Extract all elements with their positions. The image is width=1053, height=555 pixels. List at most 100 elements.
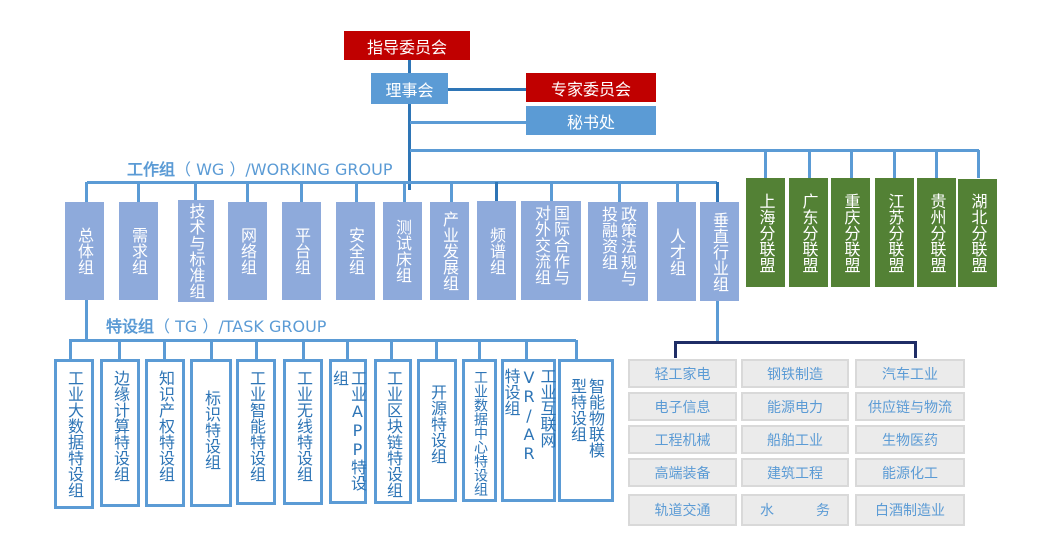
branch-label: 贵州分联盟 — [927, 192, 947, 273]
branch-connector — [764, 150, 767, 178]
industry-box[interactable]: 电子信息 — [628, 392, 737, 421]
industry-box[interactable]: 钢铁制造 — [741, 359, 849, 388]
tg-box-industrial-app[interactable]: 工业APP特设组 — [329, 359, 367, 504]
industry-box[interactable]: 能源化工 — [855, 458, 965, 487]
branch-box-hubei[interactable]: 湖北分联盟 — [958, 179, 997, 287]
tg-box-ip[interactable]: 知识产权特设组 — [145, 359, 185, 507]
tg-connector — [435, 340, 438, 360]
secretariat-box[interactable]: 秘书处 — [526, 106, 656, 135]
tg-box-edge-computing[interactable]: 边缘计算特设组 — [100, 359, 140, 507]
industry-box[interactable]: 轨道交通 — [628, 494, 737, 526]
branch-box-guizhou[interactable]: 贵州分联盟 — [917, 178, 956, 287]
wg-label: 垂直行业组 — [710, 211, 729, 292]
wg-label: 技术与标准组 — [186, 203, 206, 299]
industry-label: 钢铁制造 — [767, 366, 823, 383]
connector-industry-bus — [674, 341, 917, 344]
industry-box[interactable]: 汽车工业 — [855, 359, 965, 388]
branch-box-chongqing[interactable]: 重庆分联盟 — [831, 178, 870, 287]
tg-label: 工业无线特设组 — [294, 370, 313, 482]
tg-box-vr-ar[interactable]: 工业互联网VR/AR特设组 — [501, 359, 557, 502]
industry-box[interactable]: 工程机械 — [628, 425, 737, 454]
wg-box-testbed[interactable]: 测试床组 — [383, 202, 422, 300]
industry-box[interactable]: 白酒制造业 — [855, 494, 965, 526]
branch-label: 江苏分联盟 — [885, 192, 905, 273]
tg-box-open-source[interactable]: 开源特设组 — [417, 359, 457, 502]
wg-box-policy-finance[interactable]: 政策法规与投融资组 — [588, 202, 648, 301]
tg-box-industrial-ai[interactable]: 工业智能特设组 — [236, 359, 276, 505]
connector-industry-right — [914, 341, 917, 358]
tg-connector — [210, 340, 213, 360]
industry-box[interactable]: 船舶工业 — [741, 425, 849, 454]
industry-label: 船舶工业 — [767, 432, 823, 449]
industry-label: 能源化工 — [882, 465, 938, 482]
wg-box-international[interactable]: 国际合作与对外交流组 — [521, 201, 581, 300]
tg-box-industrial-wireless[interactable]: 工业无线特设组 — [283, 359, 323, 505]
secretariat-label: 秘书处 — [566, 112, 615, 132]
steering-committee-box[interactable]: 指导委员会 — [344, 31, 470, 60]
wg-connector — [495, 182, 498, 202]
industry-label: 高端装备 — [654, 465, 711, 482]
branch-connector — [850, 150, 853, 178]
wg-label: 测试床组 — [393, 219, 412, 283]
tg-label: 工业互联网VR/AR特设组 — [501, 368, 557, 463]
tg-box-industrial-blockchain[interactable]: 工业区块链特设组 — [374, 359, 412, 504]
branch-box-guangdong[interactable]: 广东分联盟 — [789, 178, 828, 287]
wg-box-network[interactable]: 网络组 — [228, 202, 267, 300]
council-box[interactable]: 理事会 — [371, 73, 448, 104]
wg-box-industry-development[interactable]: 产业发展组 — [430, 202, 469, 300]
tg-connector — [163, 340, 166, 360]
tg-connector — [302, 340, 305, 360]
expert-committee-box[interactable]: 专家委员会 — [526, 73, 656, 102]
tg-label: 边缘计算特设组 — [111, 370, 130, 482]
industry-label: 生物医药 — [882, 432, 938, 449]
industry-label: 轨道交通 — [654, 503, 711, 519]
industry-box[interactable]: 高端装备 — [628, 458, 737, 487]
wg-connector — [355, 182, 358, 202]
wg-connector — [246, 182, 249, 202]
industry-box[interactable]: 能源电力 — [741, 392, 849, 421]
industry-label: 能源电力 — [767, 399, 823, 416]
industry-box[interactable]: 轻工家电 — [628, 359, 737, 388]
wg-box-overall[interactable]: 总体组 — [65, 202, 104, 300]
branch-box-jiangsu[interactable]: 江苏分联盟 — [875, 178, 914, 287]
wg-label: 平台组 — [292, 227, 311, 275]
branch-box-shanghai[interactable]: 上海分联盟 — [746, 178, 785, 287]
wg-box-spectrum[interactable]: 频谱组 — [477, 201, 516, 300]
wg-label: 政策法规与投融资组 — [599, 206, 637, 286]
industry-box[interactable]: 水 务 — [741, 494, 849, 526]
wg-box-talent[interactable]: 人才组 — [657, 202, 696, 301]
industry-label: 水 务 — [760, 503, 830, 519]
working-group-title: 工作组（ WG ）/WORKING GROUP — [127, 156, 392, 180]
tg-box-identification[interactable]: 标识特设组 — [190, 359, 232, 507]
industry-box[interactable]: 建筑工程 — [741, 458, 849, 487]
wg-label: 需求组 — [129, 227, 148, 275]
tg-connector — [69, 340, 72, 360]
wg-box-tech-standards[interactable]: 技术与标准组 — [178, 200, 214, 302]
expert-committee-label: 专家委员会 — [550, 79, 631, 99]
tg-label: 工业数据中心特设组 — [472, 370, 488, 496]
industry-box[interactable]: 供应链与物流 — [855, 392, 965, 421]
wg-label: 安全组 — [346, 227, 365, 275]
wg-box-vertical-industry[interactable]: 垂直行业组 — [700, 202, 739, 301]
tg-box-data-center[interactable]: 工业数据中心特设组 — [462, 359, 497, 502]
wg-connector — [450, 182, 453, 202]
branch-label: 上海分联盟 — [756, 192, 776, 273]
branch-connector — [935, 150, 938, 178]
tg-label: 工业APP特设组 — [330, 370, 367, 491]
industry-box[interactable]: 生物医药 — [855, 425, 965, 454]
wg-label: 频谱组 — [487, 226, 506, 275]
wg-box-security[interactable]: 安全组 — [336, 202, 375, 300]
tg-box-industrial-big-data[interactable]: 工业大数据特设组 — [54, 359, 94, 509]
branch-label: 湖北分联盟 — [968, 193, 988, 273]
tg-label: 开源特设组 — [428, 384, 447, 464]
council-label: 理事会 — [385, 80, 434, 100]
tg-label: 标识特设组 — [202, 390, 221, 470]
tg-label: 知识产权特设组 — [156, 370, 175, 482]
tg-box-iot-model[interactable]: 智能物联模型特设组 — [558, 359, 614, 502]
connector-vertical-drop — [716, 300, 719, 343]
industry-label: 汽车工业 — [882, 366, 938, 383]
wg-box-requirements[interactable]: 需求组 — [119, 202, 158, 300]
connector-tg-trunk — [85, 300, 88, 340]
industry-label: 轻工家电 — [654, 366, 711, 383]
wg-box-platform[interactable]: 平台组 — [282, 202, 321, 300]
